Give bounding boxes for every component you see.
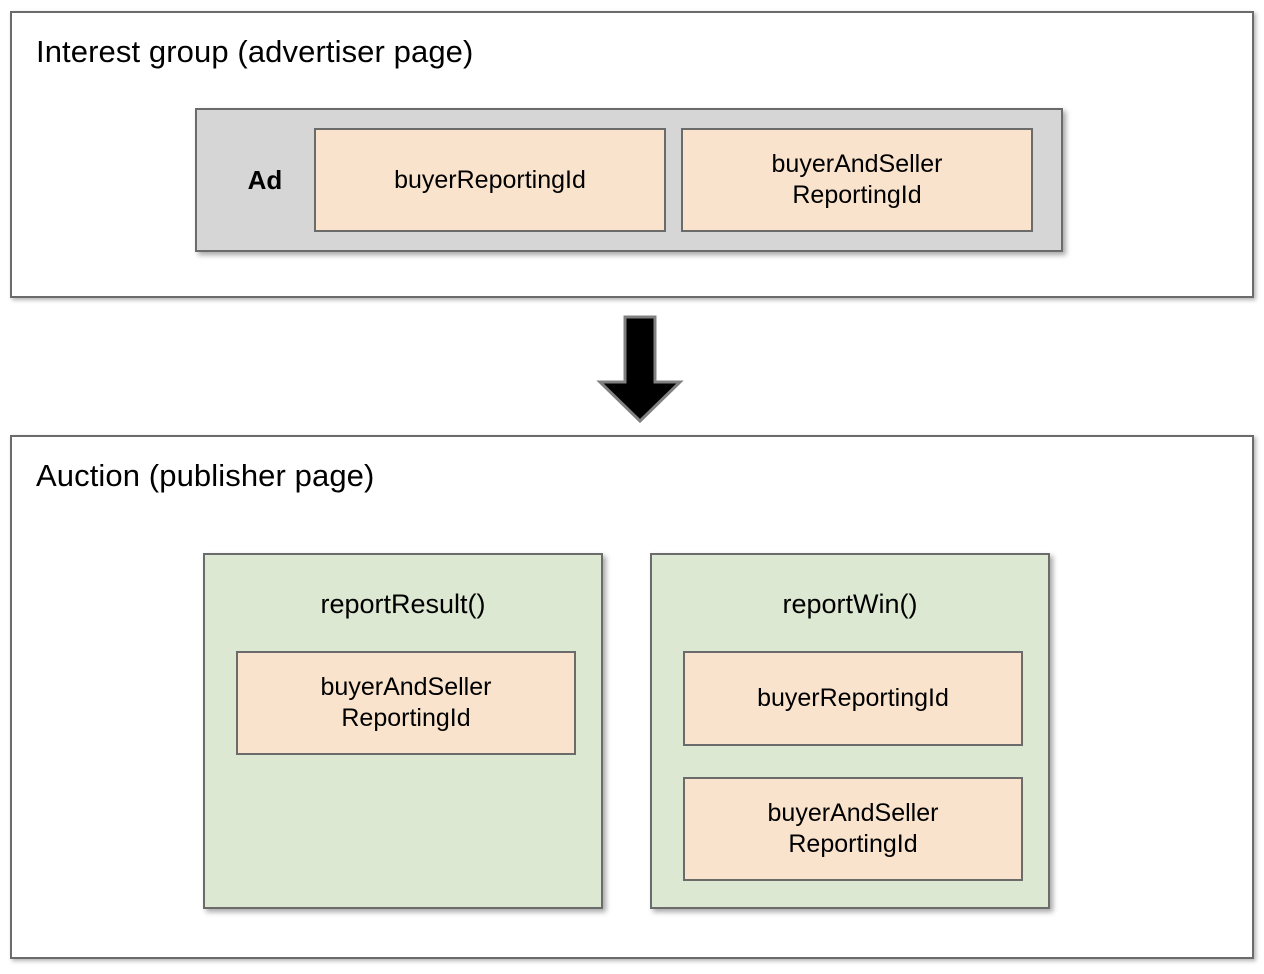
function-name-report-result: reportResult() <box>320 589 486 619</box>
rw-box-buyer-and-seller-reporting-id-label: buyerAndSeller ReportingId <box>767 799 939 858</box>
ig-box-buyer-and-seller-reporting-id-label: buyerAndSeller ReportingId <box>771 150 943 209</box>
function-box-report-win: reportWin() buyerReportingId buyerAndSel… <box>650 553 1050 909</box>
down-arrow-icon <box>596 315 684 424</box>
ig-box-buyer-and-seller-reporting-id: buyerAndSeller ReportingId <box>681 128 1033 232</box>
rr-box-buyer-and-seller-reporting-id-label: buyerAndSeller ReportingId <box>320 673 492 732</box>
section-auction: Auction (publisher page) <box>10 435 1254 959</box>
rw-box-buyer-reporting-id: buyerReportingId <box>683 651 1023 746</box>
rw-box-buyer-and-seller-reporting-id: buyerAndSeller ReportingId <box>683 777 1023 881</box>
rw-box-buyer-reporting-id-label: buyerReportingId <box>757 684 949 712</box>
ig-box-buyer-reporting-id-label: buyerReportingId <box>394 165 586 194</box>
section-title-auction: Auction (publisher page) <box>36 458 375 493</box>
ig-box-buyer-reporting-id: buyerReportingId <box>314 128 666 232</box>
section-title-interest-group: Interest group (advertiser page) <box>36 34 474 69</box>
rr-box-buyer-and-seller-reporting-id: buyerAndSeller ReportingId <box>236 651 576 755</box>
function-box-report-result: reportResult() buyerAndSeller ReportingI… <box>203 553 603 909</box>
ad-label-wrapper: Ad <box>225 160 305 200</box>
ad-label: Ad <box>247 164 283 195</box>
function-name-report-win: reportWin() <box>782 589 918 619</box>
